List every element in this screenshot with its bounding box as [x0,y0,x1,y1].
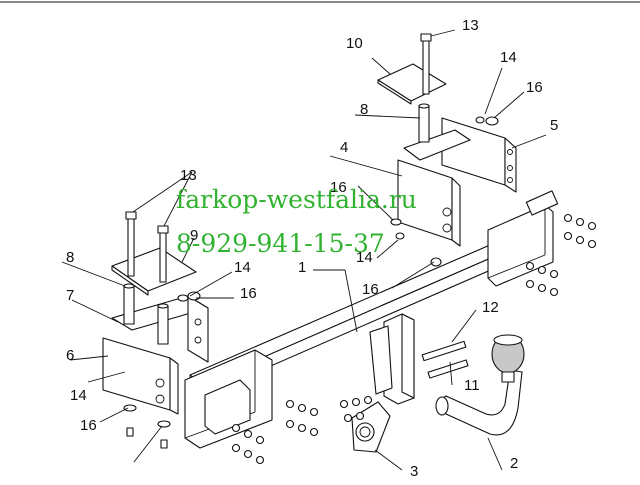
left-side-bracket [102,295,209,415]
watermark: farkop-westfalia.ru 8-929-941-15-37 [176,185,417,258]
callout-3: 3 [410,463,418,480]
callout-13-top: 13 [462,17,479,34]
callout-4: 4 [340,139,348,156]
ball-mount-bracket [369,313,415,405]
right-end-bracket [487,190,559,287]
callout-16-left: 16 [80,417,97,434]
callout-8-left: 8 [66,249,74,266]
callout-9: 9 [190,227,198,244]
right-spacer-tube [418,103,430,143]
hardware-right [525,213,597,297]
callout-16-watermark-area: 16 [330,179,347,196]
hardware-left [231,399,319,465]
watermark-phone: 8-929-941-15-37 [176,229,385,258]
hardware-center [339,395,373,423]
callout-1: 1 [298,259,306,276]
callout-2: 2 [510,455,518,472]
callout-14-mid-right: 14 [356,249,373,266]
callout-labels: 1 2 3 4 5 6 7 8 8 9 10 11 12 13 13 14 14… [66,17,558,480]
callout-10: 10 [346,35,363,52]
callout-5: 5 [550,117,558,134]
socket-plate [351,401,391,453]
tow-ball-neck [435,334,525,436]
callout-16-mid-right: 16 [362,281,379,298]
callout-6: 6 [66,347,74,364]
top-plate [377,63,447,105]
right-upper-bracket [397,129,471,247]
callout-16-top: 16 [526,79,543,96]
left-spacer-tubes [123,283,169,345]
callout-12: 12 [482,299,499,316]
callout-14-mid-left: 14 [234,259,251,276]
callout-8-right: 8 [360,101,368,118]
callout-13-left: 13 [180,167,197,184]
left-end-bracket [184,349,273,449]
callout-11: 11 [464,377,480,394]
watermark-site: farkop-westfalia.ru [176,185,417,214]
callout-14-top: 14 [500,49,517,66]
callout-16-mid-left: 16 [240,285,257,302]
washers-nuts-small [123,116,499,449]
callout-7: 7 [66,287,74,304]
callout-14-left: 14 [70,387,87,404]
mount-bolts [421,340,469,379]
leader-lines [61,29,547,471]
long-bolts [125,33,432,283]
